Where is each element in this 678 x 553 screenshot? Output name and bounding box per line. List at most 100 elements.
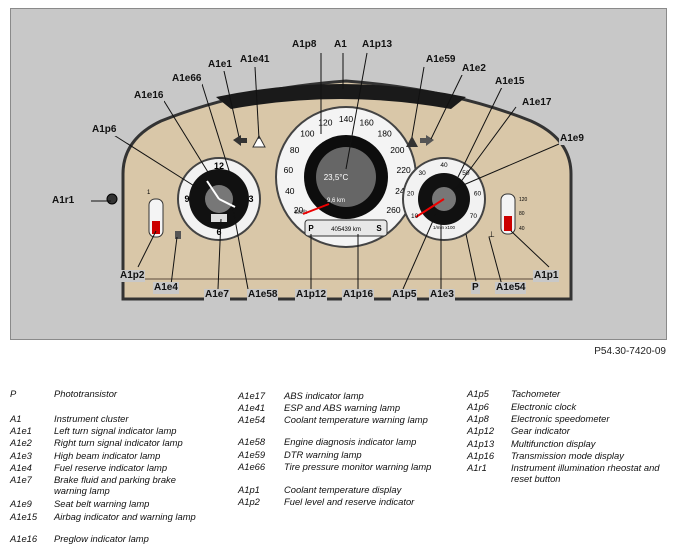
legend-code: A1p2 — [238, 496, 260, 507]
trip-display: 9,6 km — [327, 198, 345, 204]
transmission-mode: S — [376, 224, 382, 233]
tachometer — [402, 157, 486, 241]
callout-A1e2: A1e2 — [461, 63, 487, 75]
speed-tick-label: 120 — [318, 118, 332, 128]
legend-code: A1p6 — [467, 401, 489, 412]
odometer-display: 405439 km — [331, 227, 361, 233]
callout-A1e7: A1e7 — [204, 289, 230, 301]
callout-A1p16: A1p16 — [342, 289, 375, 301]
legend-code: A1e15 — [10, 511, 38, 522]
tacho-tick-label: 10 — [411, 213, 419, 220]
legend-code: P — [10, 388, 17, 399]
svg-text:40: 40 — [519, 226, 525, 232]
speed-tick-label: 220 — [397, 165, 411, 175]
speed-tick-label: 240 — [395, 186, 409, 196]
speed-tick-label: 180 — [378, 129, 392, 139]
legend-code: A1e7 — [10, 474, 32, 485]
svg-text:1: 1 — [147, 190, 151, 196]
callout-A1r1: A1r1 — [51, 195, 76, 207]
legend-code: A1e66 — [238, 461, 266, 472]
legend-description: High beam indicator lamp — [54, 450, 161, 461]
gear-indicator: P — [308, 224, 314, 233]
fuel-reserve-lamp — [175, 231, 181, 239]
legend-code: A1e3 — [10, 450, 32, 461]
callout-A1e1: A1e1 — [207, 59, 233, 71]
legend-description: Transmission mode display — [511, 450, 624, 461]
legend-description: Engine diagnosis indicator lamp — [284, 436, 417, 447]
legend-description: Tachometer — [511, 388, 561, 399]
callout-A1e15: A1e15 — [494, 76, 526, 88]
callout-A1p12: A1p12 — [295, 289, 328, 301]
callout-P: P — [471, 282, 480, 294]
legend-description: Gear indicator — [511, 425, 570, 436]
callout-A1e59: A1e59 — [425, 54, 457, 66]
speed-unit: km/h — [294, 210, 307, 216]
callout-A1p13: A1p13 — [361, 39, 394, 51]
legend-description: ABS indicator lamp — [284, 390, 364, 401]
leader-lines — [91, 52, 560, 290]
fuel-gauge: 1 — [147, 190, 164, 238]
speed-tick-label: 100 — [300, 129, 314, 139]
legend-code: A1e17 — [238, 390, 266, 401]
legend-description: Fuel level and reserve indicator — [284, 496, 415, 507]
legend-description: Instrument cluster — [54, 413, 129, 424]
legend-description: Multifunction display — [511, 438, 596, 449]
legend-code: A1p13 — [467, 438, 495, 449]
svg-text:80: 80 — [519, 211, 525, 217]
tacho-tick-label: 60 — [474, 190, 482, 197]
legend-description: Coolant temperature display — [284, 484, 402, 495]
legend-description: Electronic clock — [511, 401, 577, 412]
legend-code: A1r1 — [467, 462, 487, 473]
cluster-top-rim — [216, 84, 466, 109]
tacho-tick-label: 40 — [440, 162, 448, 169]
tacho-tick-label: 50 — [462, 170, 470, 177]
esp-warning-triangle-icon — [252, 134, 266, 148]
callout-A1e66: A1e66 — [171, 73, 203, 85]
figure-code: P54.30-7420-09 — [594, 346, 666, 357]
legend-description: Airbag indicator and warning lamp — [54, 511, 196, 522]
left-turn-arrow-icon — [233, 135, 247, 146]
callout-A1e54: A1e54 — [495, 282, 527, 294]
clock-number: 9 — [184, 194, 189, 204]
speed-tick-label: 60 — [284, 165, 294, 175]
legend-code: A1e16 — [10, 533, 38, 544]
legend-description: Preglow indicator lamp — [54, 533, 149, 544]
legend-code: A1 — [10, 413, 22, 424]
speed-tick-label: 20 — [294, 205, 304, 215]
legend-code: A1p8 — [467, 413, 489, 424]
callout-A1e3: A1e3 — [429, 289, 455, 301]
svg-text:120: 120 — [519, 197, 528, 203]
speed-tick-label: 40 — [285, 186, 295, 196]
legend-code: A1e4 — [10, 462, 32, 473]
tacho-tick-label: 30 — [418, 170, 426, 177]
speed-tick-label: 260 — [386, 205, 400, 215]
legend-description: Left turn signal indicator lamp — [54, 425, 177, 436]
legend-code: A1e58 — [238, 436, 266, 447]
legend-code: A1e59 — [238, 449, 266, 460]
speedometer — [275, 106, 417, 248]
callout-A1p2: A1p2 — [119, 270, 146, 282]
legend-description: Instrument illumination rheostat and res… — [511, 462, 660, 484]
speed-tick-label: 80 — [290, 145, 300, 155]
callout-A1e9: A1e9 — [559, 133, 585, 145]
speed-tick-label: 200 — [390, 145, 404, 155]
callout-A1p5: A1p5 — [391, 289, 418, 301]
callout-A1e16: A1e16 — [133, 90, 165, 102]
speed-tick-label: 160 — [360, 118, 374, 128]
legend-code: A1e1 — [10, 425, 32, 436]
legend-description: Right turn signal indicator lamp — [54, 437, 183, 448]
clock-number: 3 — [248, 194, 253, 204]
tacho-unit: 1/min x100 — [433, 225, 456, 230]
callout-A1e58: A1e58 — [247, 289, 279, 301]
tacho-tick-label: 70 — [470, 213, 478, 220]
legend-code: A1e54 — [238, 414, 266, 425]
coolant-warning-lamp: ⊥ — [488, 230, 495, 239]
callout-A1p6: A1p6 — [91, 124, 118, 136]
legend-description: Tire pressure monitor warning lamp — [284, 461, 432, 472]
legend-code: A1p5 — [467, 388, 489, 399]
callout-A1e17: A1e17 — [521, 97, 553, 109]
legend-description: Phototransistor — [54, 388, 118, 399]
speed-tick-label: 140 — [339, 114, 353, 124]
legend-description: ESP and ABS warning lamp — [284, 402, 401, 413]
